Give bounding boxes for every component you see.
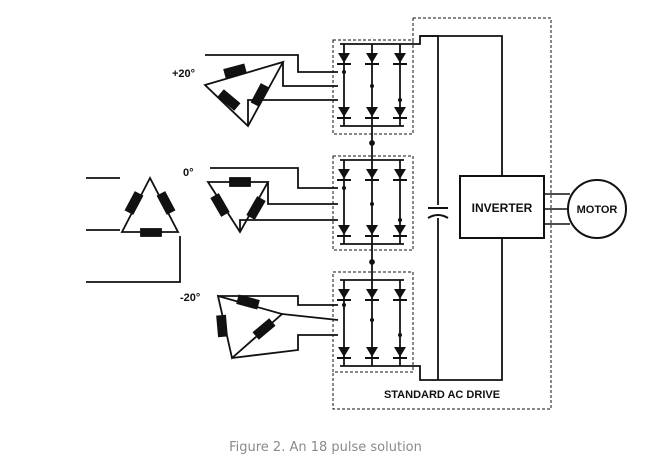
secondary-winding-plus20 bbox=[203, 54, 338, 128]
standard-ac-drive: INVERTER STANDARD AC DRIVE bbox=[332, 17, 552, 410]
primary-transformer bbox=[86, 176, 181, 283]
inverter-label: INVERTER bbox=[472, 201, 533, 215]
phase-label-0: 0° bbox=[183, 167, 194, 179]
motor-circle bbox=[567, 179, 627, 239]
rectifier-bridge-middle bbox=[332, 155, 414, 251]
phase-label-plus20: +20° bbox=[172, 68, 195, 80]
rectifier-bridge-bottom bbox=[332, 271, 414, 373]
motor: MOTOR bbox=[544, 179, 627, 239]
figure-caption: Figure 2. An 18 pulse solution bbox=[229, 440, 422, 455]
dc-link-capacitor bbox=[427, 207, 449, 219]
bridge-series-links bbox=[369, 126, 375, 280]
secondary-winding-0 bbox=[206, 167, 338, 234]
inverter-box bbox=[459, 175, 545, 239]
rectifier-bridge-top bbox=[332, 39, 414, 135]
phase-label-minus20: -20° bbox=[180, 292, 200, 304]
motor-label: MOTOR bbox=[577, 204, 618, 216]
secondary-winding-minus20 bbox=[216, 294, 339, 360]
drive-label: STANDARD AC DRIVE bbox=[384, 389, 500, 401]
